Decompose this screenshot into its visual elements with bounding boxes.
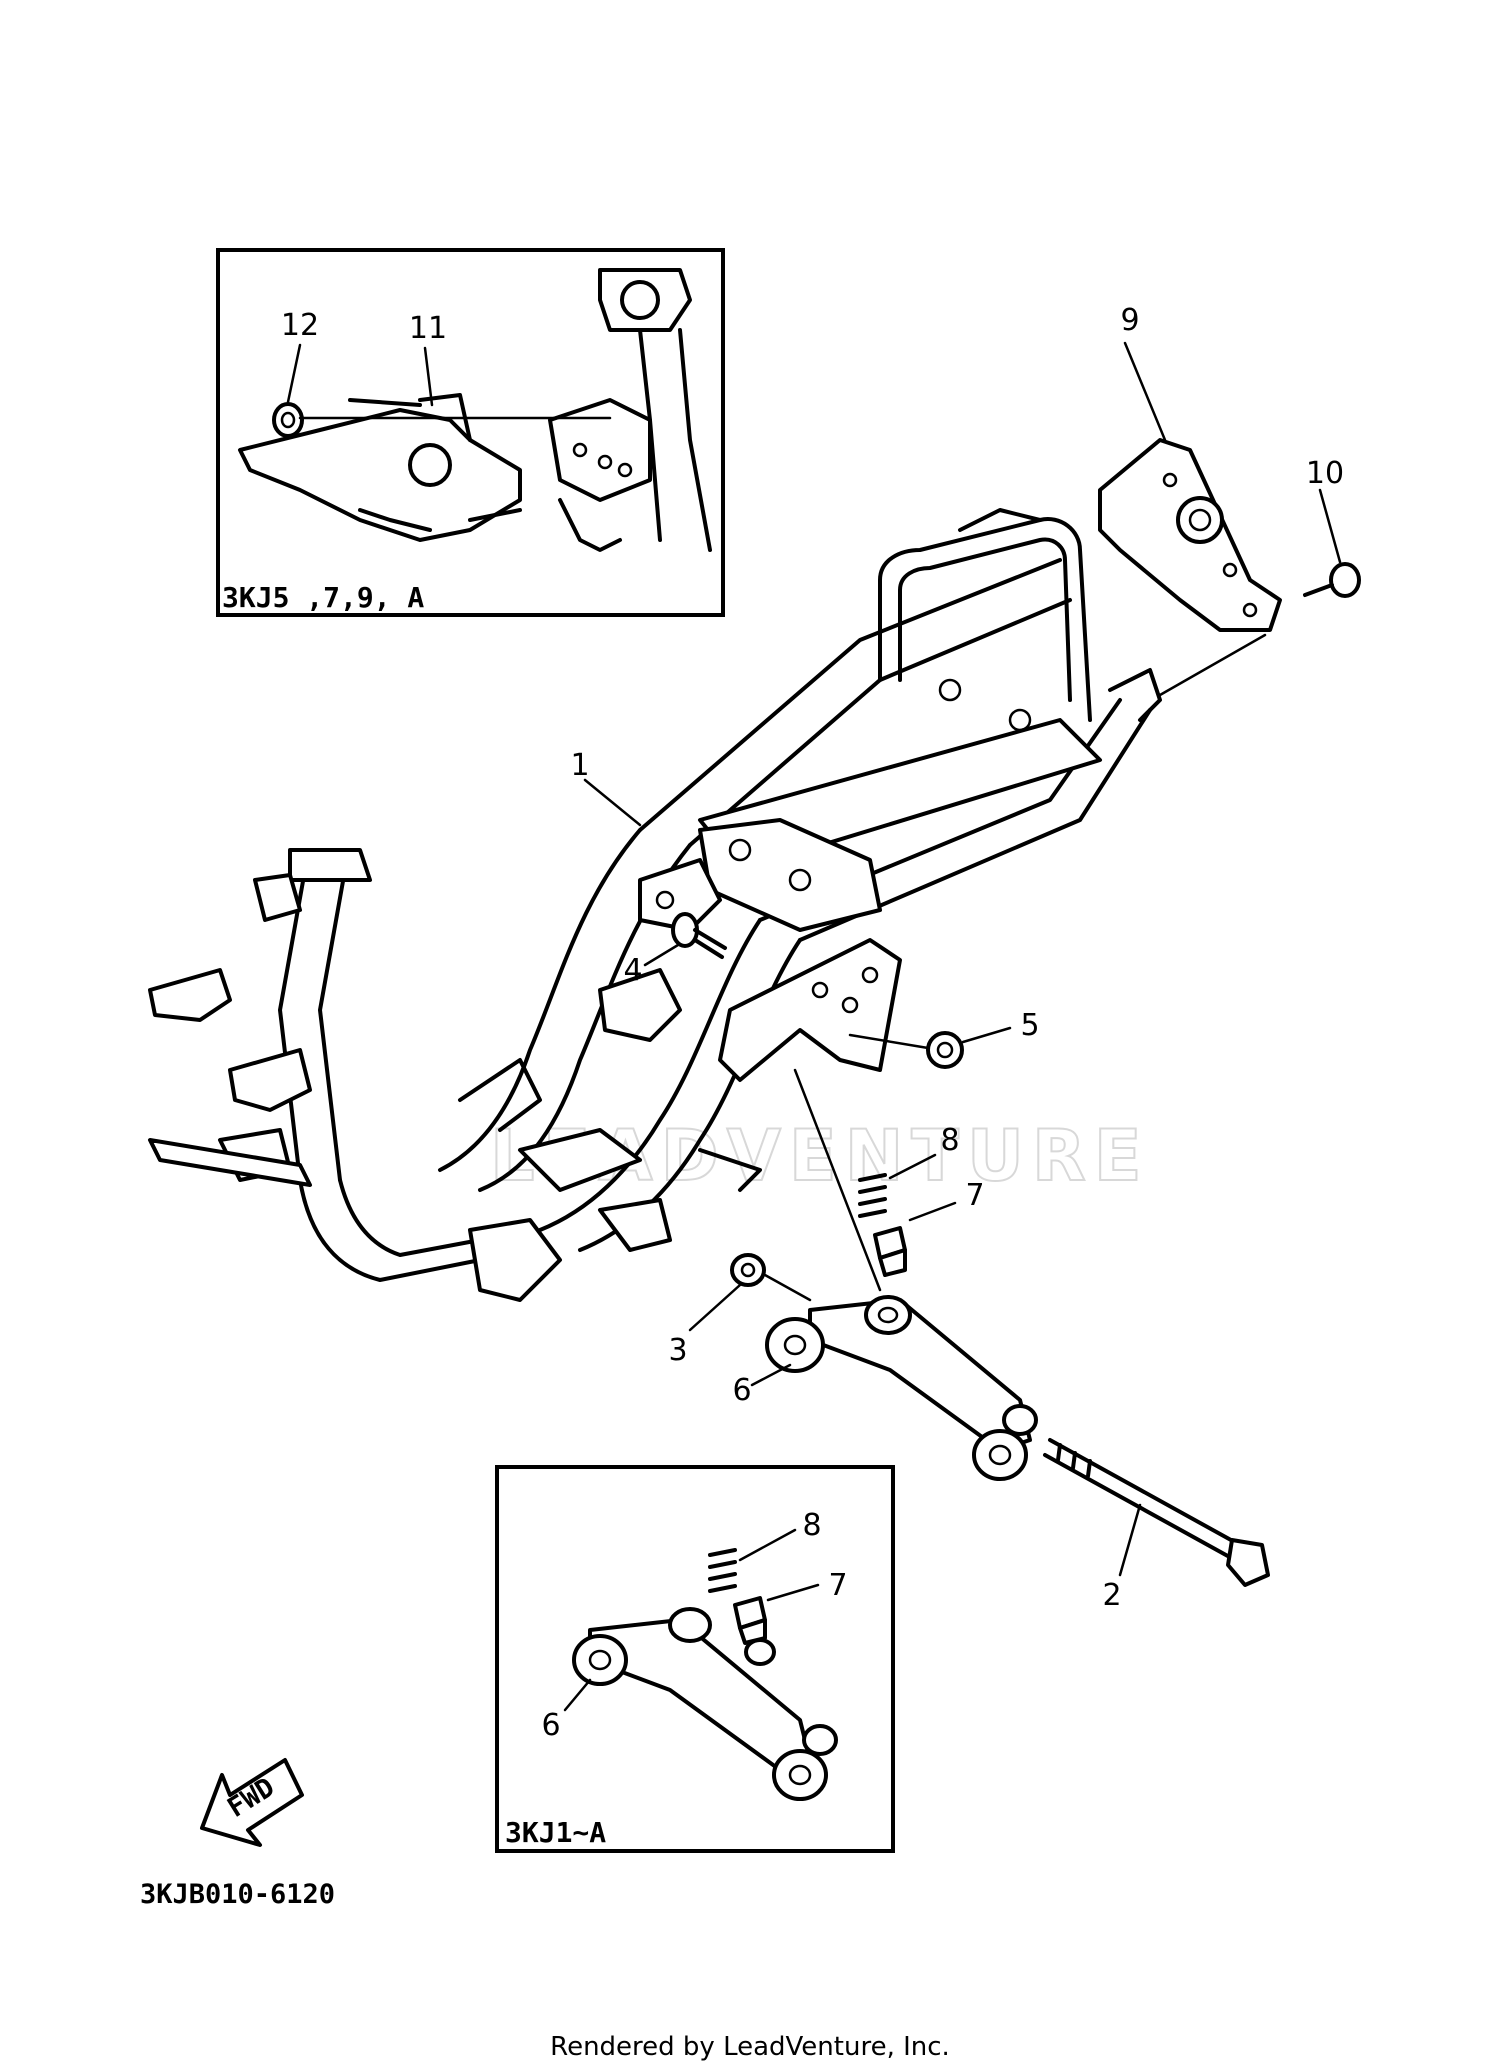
leader-2 bbox=[1118, 1503, 1142, 1577]
leader-1 bbox=[583, 778, 642, 827]
callout-11: 11 bbox=[409, 311, 447, 346]
callout-1: 1 bbox=[570, 748, 589, 783]
bolt-10-icon: 10 bbox=[1158, 456, 1361, 697]
plate-9: 9 bbox=[1098, 303, 1282, 632]
leader-12 bbox=[286, 343, 302, 404]
leader-4 bbox=[643, 943, 680, 967]
leader-6 bbox=[750, 1363, 792, 1387]
callout-12: 12 bbox=[281, 308, 319, 343]
callout-8: 8 bbox=[940, 1123, 959, 1158]
collar-7-icon: 7 bbox=[873, 1178, 985, 1277]
inset-top: 12 11 3KJ5 ,7,9, A bbox=[216, 248, 725, 617]
inset-top-label: 3KJ5 ,7,9, A bbox=[222, 581, 424, 614]
inset-spring-8-icon bbox=[708, 1548, 737, 1593]
callout-6: 6 bbox=[732, 1373, 751, 1408]
callout-6b: 6 bbox=[541, 1708, 560, 1743]
inset-bottom-label: 3KJ1~A bbox=[505, 1816, 606, 1849]
leader-10 bbox=[1318, 488, 1342, 564]
leader-8b bbox=[738, 1528, 797, 1562]
part-code: 3KJB010-6120 bbox=[140, 1879, 335, 1910]
callout-5: 5 bbox=[1020, 1008, 1039, 1043]
leader-8 bbox=[888, 1153, 937, 1180]
callout-4: 4 bbox=[623, 953, 642, 988]
leader-6b bbox=[563, 1678, 592, 1712]
callout-7b: 7 bbox=[828, 1568, 847, 1603]
inset-collar-7-icon bbox=[733, 1596, 767, 1645]
nut-5-icon: 5 bbox=[848, 1008, 1040, 1069]
leader-frame-link bbox=[793, 1068, 882, 1292]
callout-8b: 8 bbox=[802, 1508, 821, 1543]
callout-3: 3 bbox=[668, 1333, 687, 1368]
inset-top-headtube bbox=[548, 268, 712, 552]
main-frame bbox=[148, 508, 1162, 1302]
leader-7 bbox=[908, 1201, 957, 1222]
callout-7: 7 bbox=[965, 1178, 984, 1213]
inset-bottom: 8 7 6 3KJ1~A bbox=[495, 1465, 895, 1853]
nut-3-icon: 3 bbox=[668, 1253, 812, 1368]
callout-9: 9 bbox=[1120, 303, 1139, 338]
bolt-2-icon: 2 bbox=[1043, 1438, 1270, 1613]
leader-11 bbox=[423, 346, 434, 407]
bolt-4-icon: 4 bbox=[623, 912, 727, 988]
nut-12-icon bbox=[272, 402, 304, 438]
leader-7b bbox=[766, 1583, 820, 1602]
leader-9 bbox=[1123, 341, 1167, 442]
spring-8-icon: 8 bbox=[858, 1123, 960, 1218]
callout-10: 10 bbox=[1306, 456, 1344, 491]
callout-2: 2 bbox=[1102, 1578, 1121, 1613]
footer-credit: Rendered by LeadVenture, Inc. bbox=[550, 2032, 950, 2062]
inset-top-bracket bbox=[238, 393, 522, 542]
leader-3 bbox=[688, 1283, 742, 1332]
leader-5 bbox=[961, 1026, 1012, 1044]
fwd-arrow-icon: FWD bbox=[200, 1758, 304, 1847]
engine-mount-link bbox=[765, 1068, 1038, 1481]
